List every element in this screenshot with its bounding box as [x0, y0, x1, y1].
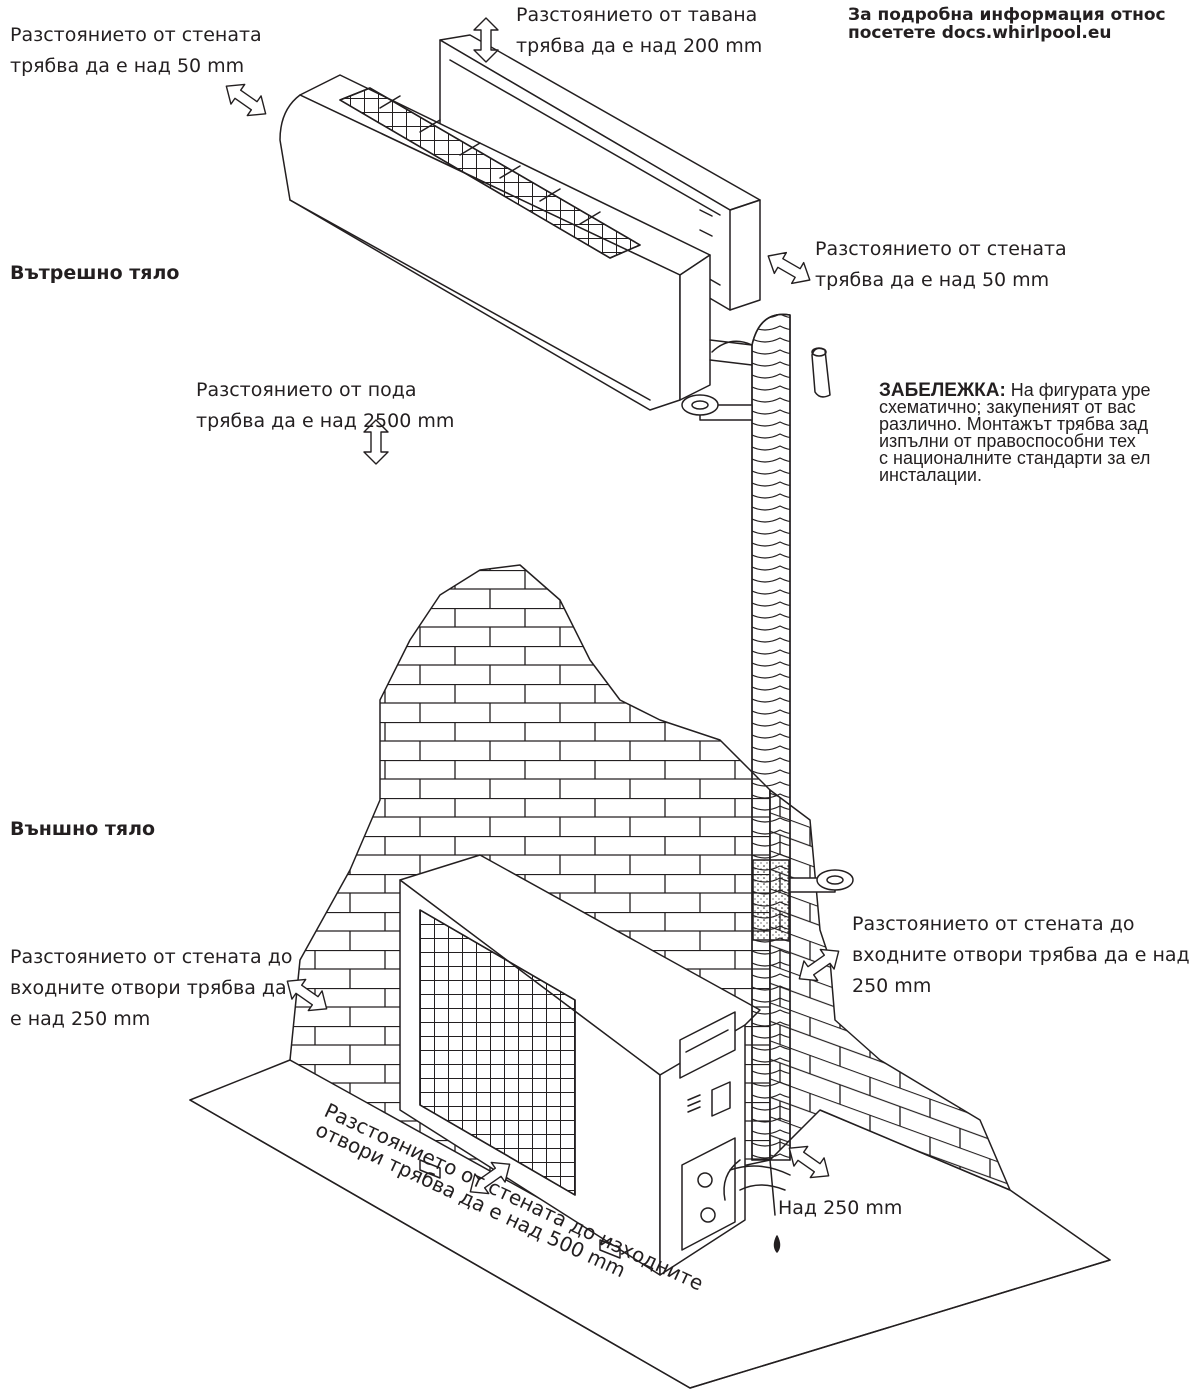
indoor-unit — [279, 74, 753, 411]
installation-note: ЗАБЕЛЕЖКА: На фигурата уре схематично; з… — [879, 380, 1151, 485]
indoor-unit-title: Вътрешно тяло — [10, 262, 180, 284]
drain-drop-icon — [773, 1235, 781, 1253]
wall-sleeve — [811, 347, 831, 398]
note-line-4: изпълни от правоспособни тех — [879, 431, 1136, 451]
outdoor-side-label: Над 250 mm — [778, 1197, 903, 1219]
floor-label: Разстоянието от пода трябва да е над 250… — [196, 379, 455, 432]
refrigerant-pipe — [723, 313, 791, 1216]
pipe-brackets — [681, 394, 854, 893]
note-line-1: На фигурата уре — [1010, 380, 1151, 400]
note-line-6: инсталации. — [879, 465, 982, 485]
wall-left-label: Разстоянието от стената трябва да е над … — [10, 24, 262, 77]
info-line-2: посетете docs.whirlpool.eu — [848, 23, 1112, 43]
wall-right-label: Разстоянието от стената трябва да е над … — [815, 238, 1067, 291]
outdoor-unit — [399, 854, 761, 1276]
note-line-3: различно. Монтажът трябва зад — [879, 414, 1149, 434]
outdoor-right-label: Разстоянието от стената до входните отво… — [852, 913, 1190, 997]
double-arrow-icon — [225, 17, 840, 1195]
outdoor-left-label: Разстоянието от стената до входните отво… — [10, 946, 293, 1030]
info-header: За подробна информация относ посетете do… — [848, 6, 1166, 42]
outdoor-unit-title: Външно тяло — [10, 818, 156, 840]
note-title: ЗАБЕЛЕЖКА: — [879, 380, 1006, 401]
note-line-2: схематично; закупеният от вас — [879, 397, 1136, 417]
info-line-1: За подробна информация относ — [848, 5, 1166, 25]
ceiling-label: Разстоянието от тавана трябва да е над 2… — [516, 4, 763, 57]
note-line-5: с националните стандарти за ел — [879, 448, 1151, 468]
